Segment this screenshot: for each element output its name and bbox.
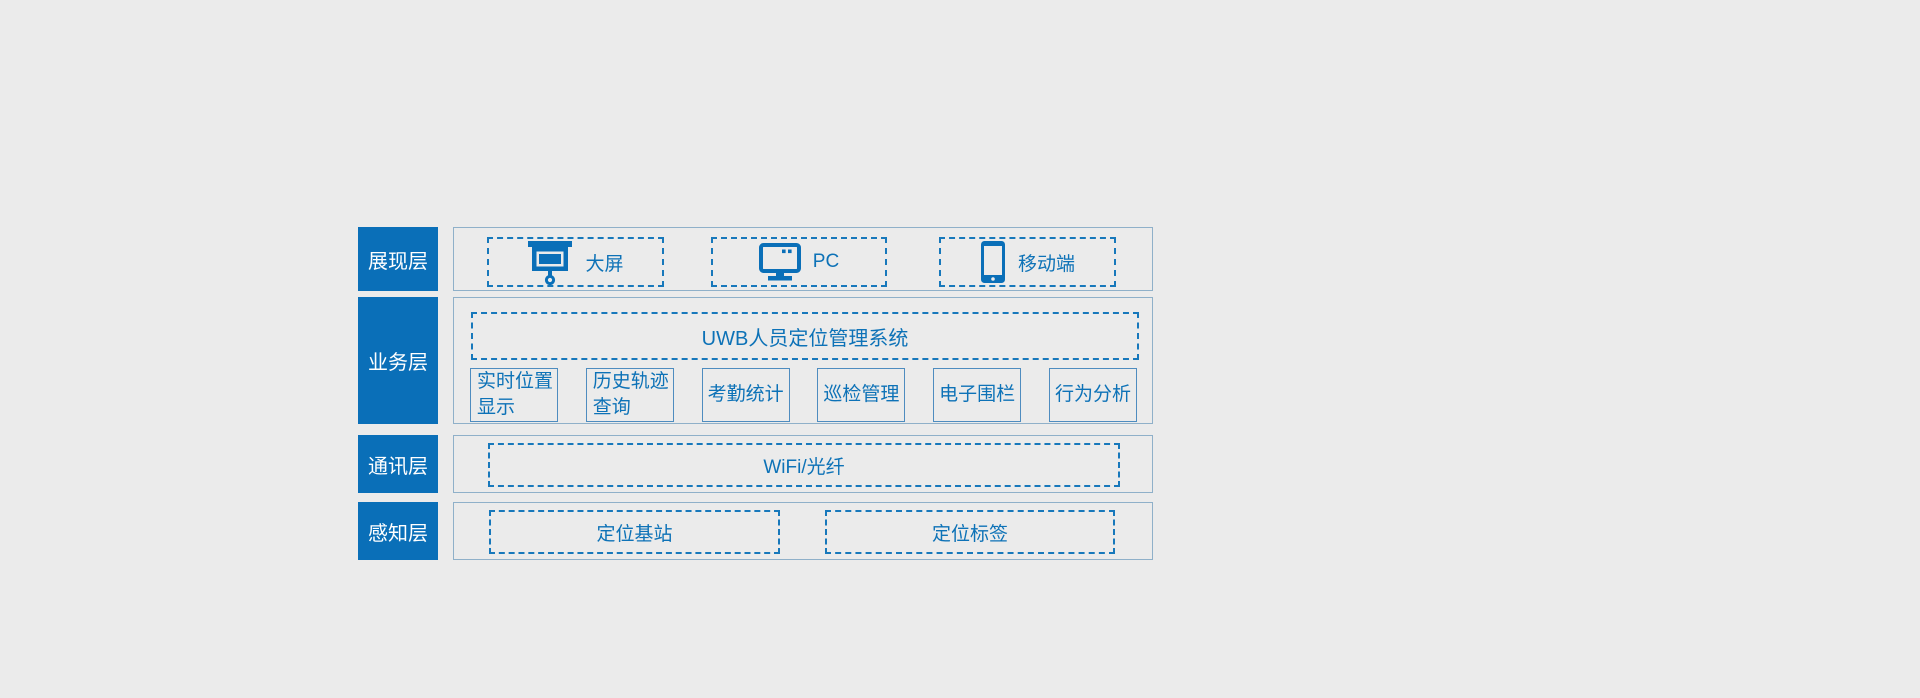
layer-label-communication: 通讯层	[358, 435, 438, 493]
layer-communication-content: WiFi/光纤	[453, 435, 1153, 493]
device-bigscreen-box: 大屏	[487, 237, 664, 287]
layer-presentation: 展现层 大屏	[358, 227, 1153, 291]
layer-label-perception: 感知层	[358, 502, 438, 560]
device-pc-label: PC	[812, 251, 840, 272]
layer-label-business: 业务层	[358, 297, 438, 424]
module-behavior-analysis: 行为分析	[1048, 368, 1137, 422]
wifi-fiber-label: WiFi/光纤	[763, 456, 845, 478]
device-mobile-label: 移动端	[1017, 253, 1075, 275]
layer-business: 业务层 UWB人员定位管理系统 实时位置 显示 历史轨迹 查询 考勤统计 巡检管…	[358, 297, 1153, 424]
positioning-base-station-label: 定位基站	[596, 523, 673, 545]
device-bigscreen-label: 大屏	[585, 253, 624, 275]
smartphone-icon	[980, 240, 1006, 284]
uwb-system-box: UWB人员定位管理系统	[471, 312, 1139, 360]
module-history-track: 历史轨迹 查询	[585, 368, 674, 422]
module-electronic-fence: 电子围栏	[933, 368, 1022, 422]
uwb-system-title: UWB人员定位管理系统	[701, 327, 909, 350]
wifi-fiber-box: WiFi/光纤	[488, 443, 1120, 487]
business-modules: 实时位置 显示 历史轨迹 查询 考勤统计 巡检管理 电子围栏 行为分析	[470, 368, 1137, 422]
device-mobile-box: 移动端	[939, 237, 1116, 287]
module-inspection-management: 巡检管理	[817, 368, 906, 422]
layer-perception-content: 定位基站 定位标签	[453, 502, 1153, 560]
positioning-tag-label: 定位标签	[931, 523, 1008, 545]
device-pc-box: PC	[711, 237, 887, 287]
module-realtime-position: 实时位置 显示	[470, 368, 558, 422]
positioning-tag-box: 定位标签	[825, 510, 1115, 554]
desktop-monitor-icon	[758, 243, 801, 281]
layer-business-content: UWB人员定位管理系统 实时位置 显示 历史轨迹 查询 考勤统计 巡检管理 电子…	[453, 297, 1153, 424]
positioning-base-station-box: 定位基站	[489, 510, 780, 554]
layer-communication: 通讯层 WiFi/光纤	[358, 435, 1153, 493]
layer-presentation-content: 大屏 PC	[453, 227, 1153, 291]
layer-perception: 感知层 定位基站 定位标签	[358, 502, 1153, 560]
architecture-diagram: 展现层 大屏	[358, 227, 1153, 560]
layer-label-presentation: 展现层	[358, 227, 438, 291]
projector-screen-icon	[527, 239, 573, 285]
module-attendance-stats: 考勤统计	[701, 368, 790, 422]
